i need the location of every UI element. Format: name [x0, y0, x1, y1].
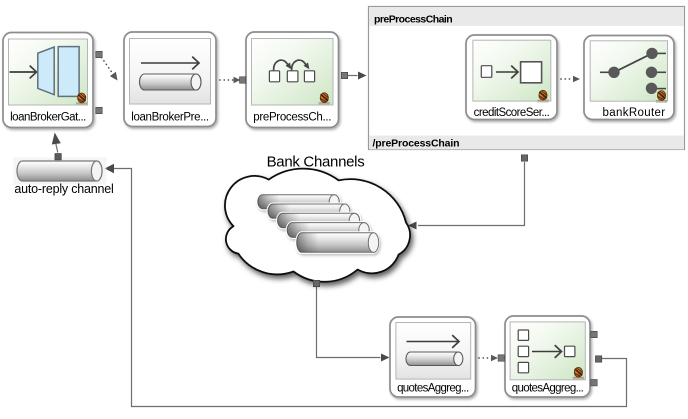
- svg-text:preProcessCh...: preProcessCh...: [253, 112, 331, 124]
- svg-text:creditScoreSer...: creditScoreSer...: [474, 107, 550, 119]
- svg-text:preProcessChain: preProcessChain: [374, 13, 452, 25]
- svg-text:loanBrokerPre...: loanBrokerPre...: [131, 112, 209, 124]
- svg-text:loanBrokerGat...: loanBrokerGat...: [10, 112, 86, 124]
- svg-text:/preProcessChain: /preProcessChain: [373, 138, 460, 150]
- svg-text:quotesAggreg...: quotesAggreg...: [512, 383, 584, 395]
- svg-text:bankRouter: bankRouter: [603, 107, 666, 119]
- svg-text:auto-reply channel: auto-reply channel: [14, 182, 113, 196]
- svg-text:quotesAggreg...: quotesAggreg...: [397, 383, 469, 395]
- svg-text:Bank Channels: Bank Channels: [267, 154, 365, 171]
